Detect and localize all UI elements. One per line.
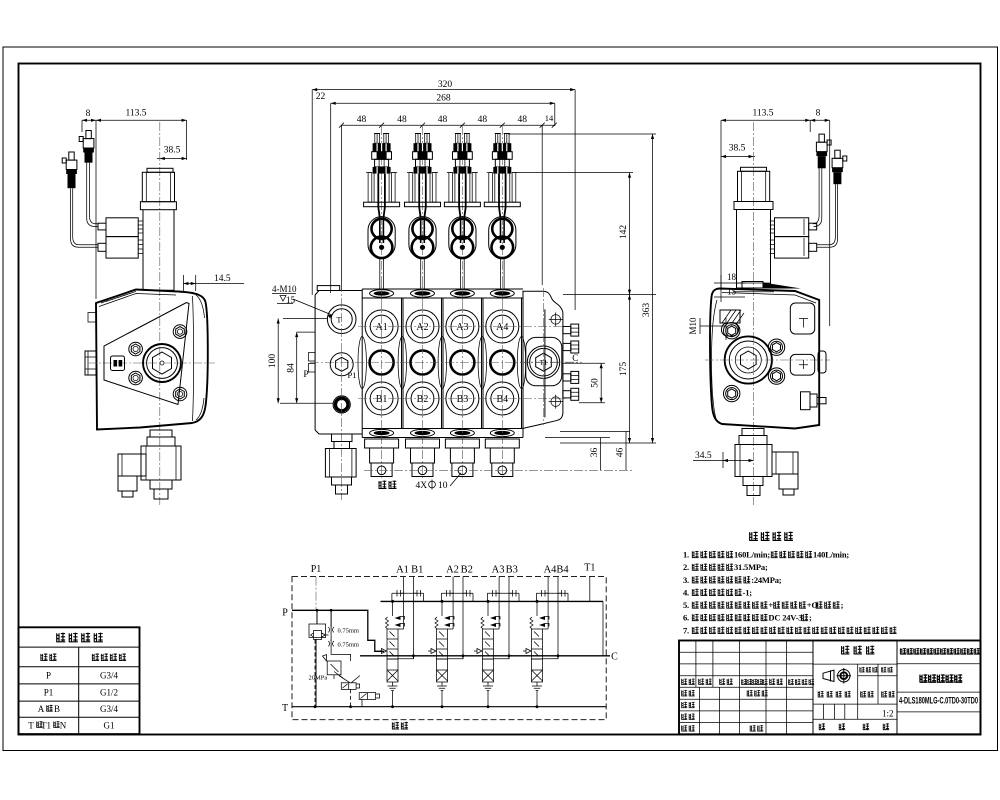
- svg-text:18: 18: [727, 272, 737, 282]
- svg-text:6.: 6.: [683, 613, 689, 623]
- svg-text:A3: A3: [492, 565, 505, 576]
- svg-text:14.5: 14.5: [214, 274, 231, 284]
- svg-text:A: A: [38, 704, 45, 714]
- svg-text:50: 50: [591, 378, 601, 388]
- svg-text:A2: A2: [446, 565, 459, 576]
- svg-text:A1: A1: [396, 565, 409, 576]
- svg-text:T: T: [337, 316, 342, 325]
- svg-text:B3: B3: [457, 394, 469, 405]
- svg-text:100: 100: [268, 354, 278, 369]
- svg-text:8: 8: [816, 109, 821, 119]
- svg-text:P: P: [46, 671, 51, 681]
- svg-text:5.: 5.: [683, 600, 689, 610]
- svg-text:140L/min;: 140L/min;: [813, 550, 849, 560]
- svg-text:48: 48: [478, 115, 488, 125]
- svg-text:T1: T1: [584, 563, 595, 574]
- svg-text:113.5: 113.5: [752, 109, 773, 119]
- svg-text:320: 320: [438, 80, 453, 90]
- svg-text:B1: B1: [411, 565, 423, 576]
- svg-text:0.75mm: 0.75mm: [338, 642, 360, 649]
- svg-text:T: T: [282, 703, 288, 714]
- svg-text:B2: B2: [417, 394, 429, 405]
- svg-text:48: 48: [438, 115, 448, 125]
- svg-text:4-M10: 4-M10: [272, 284, 297, 294]
- svg-text:T1: T1: [41, 720, 51, 730]
- svg-text:175: 175: [619, 362, 629, 377]
- svg-text:48: 48: [397, 115, 407, 125]
- svg-text:G1: G1: [104, 720, 115, 730]
- svg-text:-1;: -1;: [743, 587, 753, 597]
- svg-text:34.5: 34.5: [695, 451, 712, 461]
- svg-text:15: 15: [727, 287, 737, 297]
- svg-text:46: 46: [616, 448, 626, 458]
- svg-text:10: 10: [438, 481, 448, 491]
- svg-text:31.5MPa;: 31.5MPa;: [734, 562, 768, 572]
- svg-text:142: 142: [619, 225, 629, 240]
- svg-text:4.: 4.: [683, 587, 689, 597]
- svg-text:DC 24V-3: DC 24V-3: [768, 613, 802, 623]
- svg-text:M10: M10: [688, 317, 698, 335]
- svg-text:3.: 3.: [683, 575, 689, 585]
- svg-text:C: C: [611, 651, 618, 662]
- svg-text:P1: P1: [44, 687, 54, 697]
- svg-text:B3: B3: [506, 565, 518, 576]
- svg-text:84: 84: [287, 363, 297, 373]
- svg-text:P: P: [303, 370, 308, 380]
- svg-text:P1: P1: [311, 564, 322, 575]
- svg-text:C: C: [572, 353, 578, 363]
- svg-text::24MPa;: :24MPa;: [751, 575, 782, 585]
- svg-text:113.5: 113.5: [125, 109, 146, 119]
- svg-text:;: ;: [841, 600, 844, 610]
- svg-text:48: 48: [357, 115, 367, 125]
- svg-text:T: T: [28, 720, 34, 730]
- svg-text:B4: B4: [496, 394, 508, 405]
- svg-text:22: 22: [316, 92, 326, 102]
- svg-text:36: 36: [590, 448, 600, 458]
- svg-text:8: 8: [86, 109, 91, 119]
- svg-text:14: 14: [545, 113, 554, 123]
- svg-text:;: ;: [809, 613, 812, 623]
- svg-text:4-DLS180MLG-C.0TD0-30TD0: 4-DLS180MLG-C.0TD0-30TD0: [899, 696, 978, 706]
- svg-text:38.5: 38.5: [729, 144, 746, 154]
- svg-text:38.5: 38.5: [164, 146, 181, 156]
- svg-text:1.: 1.: [683, 550, 689, 560]
- svg-text:160L/min;: 160L/min;: [734, 550, 770, 560]
- svg-text:1:2: 1:2: [882, 709, 894, 719]
- svg-text:20MPa: 20MPa: [309, 675, 328, 682]
- svg-text:48: 48: [518, 115, 528, 125]
- svg-text:+: +: [768, 600, 773, 610]
- svg-text:P: P: [282, 608, 288, 619]
- svg-text:G3/4: G3/4: [100, 704, 119, 714]
- svg-text:2.: 2.: [683, 562, 689, 572]
- svg-text:268: 268: [436, 94, 451, 104]
- svg-text:15: 15: [286, 295, 296, 305]
- svg-text:B1: B1: [376, 394, 388, 405]
- svg-text:363: 363: [642, 303, 652, 318]
- svg-text:0.75mm: 0.75mm: [338, 628, 360, 635]
- svg-text:4X: 4X: [416, 481, 428, 491]
- svg-text:7.: 7.: [683, 625, 689, 635]
- svg-text:G3/4: G3/4: [100, 671, 119, 681]
- svg-text:B: B: [54, 704, 60, 714]
- svg-text:B2: B2: [461, 565, 473, 576]
- svg-text:G1/2: G1/2: [100, 687, 118, 697]
- svg-text:P1: P1: [348, 370, 357, 380]
- svg-text:A4: A4: [544, 565, 558, 576]
- svg-text:+O: +O: [807, 600, 819, 610]
- svg-text:B4: B4: [556, 565, 569, 576]
- svg-text:N: N: [60, 720, 67, 730]
